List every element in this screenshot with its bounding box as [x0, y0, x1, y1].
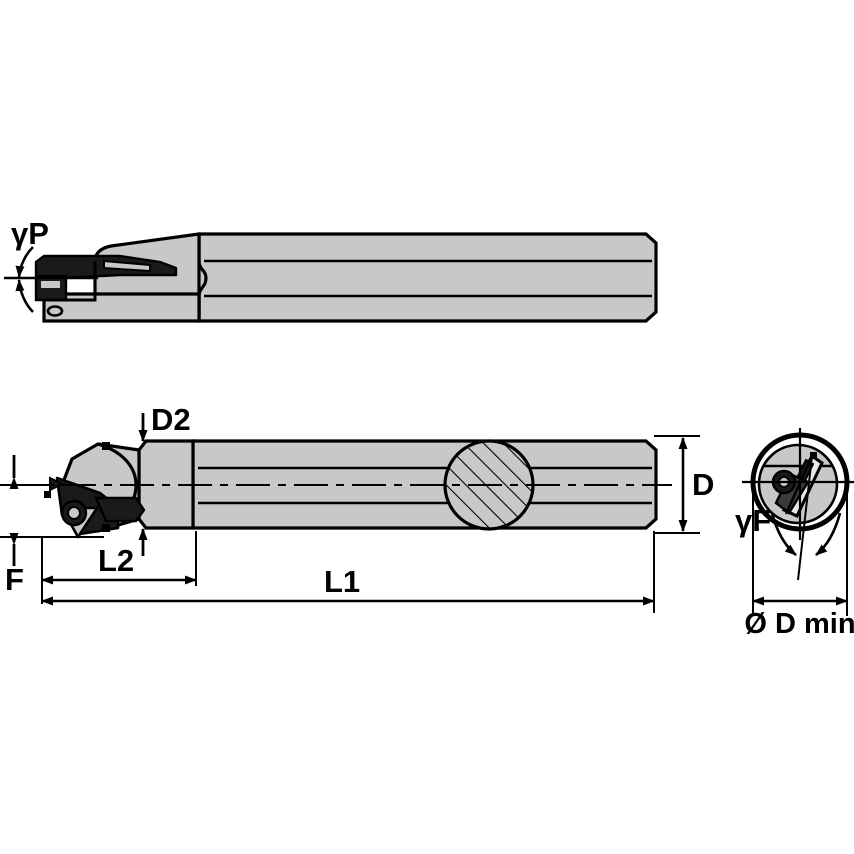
side-view-edge-marker-top: [102, 442, 110, 450]
side-view-dimensions: D2 F L2 L1 D: [0, 402, 714, 613]
side-view-clamp-arm: [94, 496, 146, 523]
d2-label: D2: [151, 402, 191, 437]
top-view-coolant-hole: [46, 305, 64, 317]
top-view-clamp-screw: [103, 259, 151, 273]
gamma-p-label: γP: [11, 216, 49, 251]
l1-label: L1: [324, 564, 360, 599]
f-label: F: [5, 562, 24, 597]
gamma-f-angle-arc-left: [770, 512, 797, 557]
top-view-head-nose-edge: [44, 261, 97, 302]
top-view-shank-body: [197, 232, 658, 323]
gamma-f-reference-line: [797, 455, 813, 581]
gamma-p-angle-arc-upper: [15, 246, 34, 278]
end-view-edge-marker: [810, 452, 817, 459]
side-view-edge-marker-nose: [44, 491, 51, 498]
l2-label: L2: [98, 543, 134, 578]
top-view: γP: [4, 216, 658, 323]
d-label: D: [692, 467, 714, 502]
end-view: γF Ø D min: [735, 428, 854, 640]
side-view-clamp-screw-inner: [67, 506, 81, 520]
top-view-insert-highlight: [41, 281, 60, 288]
side-view-edge-marker-bottom: [102, 524, 110, 532]
gamma-f-angle-arc-right: [815, 512, 842, 557]
d-min-label: Ø D min: [744, 608, 854, 640]
side-view: [4, 439, 672, 539]
gamma-p-angle-arc-lower: [15, 279, 34, 313]
top-view-head-lower: [42, 292, 201, 323]
